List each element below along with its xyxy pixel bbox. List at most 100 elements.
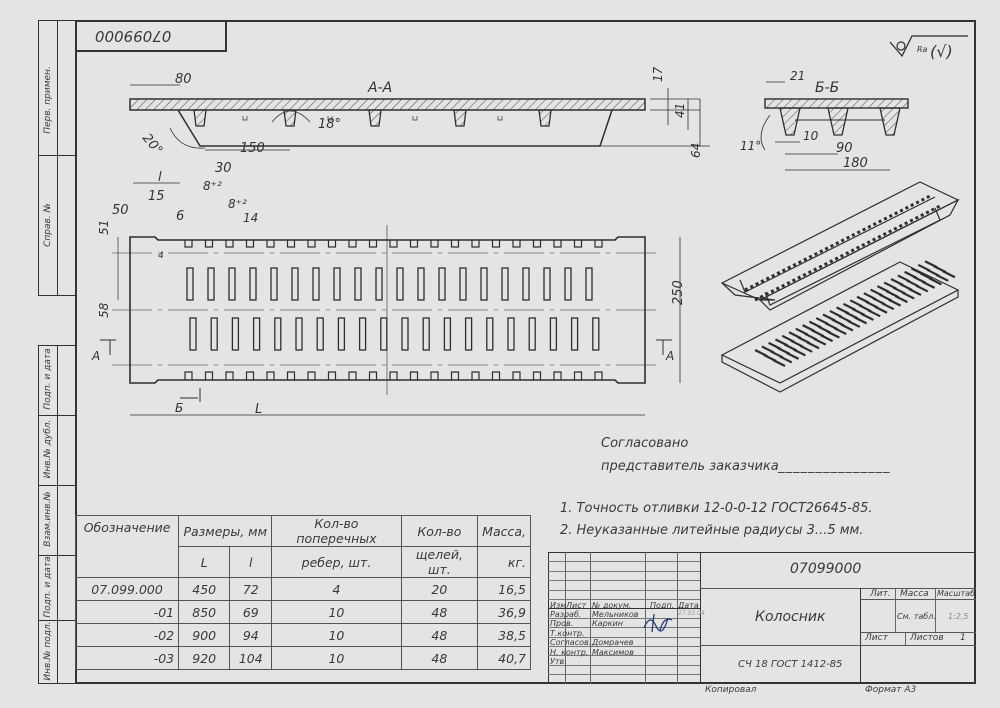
slot bbox=[207, 267, 215, 301]
dim-50: 50 bbox=[112, 203, 129, 218]
table-cell: 72 bbox=[229, 577, 273, 601]
dim-20deg: 20° bbox=[139, 131, 165, 158]
rib-hidden bbox=[242, 116, 248, 121]
slot bbox=[438, 267, 446, 301]
variants-table: Обозначение Размеры, мм Кол-во поперечны… bbox=[74, 515, 531, 670]
tb-role: Согласов. bbox=[550, 638, 592, 648]
tooth bbox=[266, 240, 275, 248]
section-a-a-label: А-А bbox=[367, 80, 392, 96]
slot bbox=[543, 267, 551, 301]
tb-sheet: Лист bbox=[865, 633, 888, 643]
rib-section bbox=[453, 109, 467, 127]
drawing-frame bbox=[75, 20, 976, 684]
slot bbox=[316, 317, 324, 351]
table-cell: 4 bbox=[271, 577, 402, 601]
dim-250: 250 bbox=[671, 280, 686, 305]
dim-150: 150 bbox=[240, 141, 265, 156]
tb-row-line bbox=[548, 561, 700, 563]
slot bbox=[564, 267, 572, 301]
slot bbox=[295, 317, 303, 351]
tb-lit: Лит. bbox=[870, 589, 891, 599]
table-cell: 40,7 bbox=[477, 646, 531, 670]
table-cell: 69 bbox=[229, 600, 273, 624]
slot bbox=[291, 267, 299, 301]
tb-col-header: Лист bbox=[566, 601, 587, 610]
tb-scale: Масштаб bbox=[937, 589, 976, 598]
dim-8b: 8⁺² bbox=[228, 197, 247, 211]
tooth bbox=[512, 371, 521, 380]
tooth bbox=[389, 240, 398, 248]
dim-17: 17 bbox=[651, 66, 665, 82]
note-1: 1. Точность отливки 12-0-0-12 ГОСТ26645-… bbox=[560, 501, 873, 516]
tb-role: Разраб. bbox=[550, 610, 582, 619]
section-b-b: Б-Б 21 11° 10 90 180 bbox=[740, 69, 909, 171]
tb-row-line bbox=[548, 580, 700, 582]
approval-signature-line: _______________ bbox=[778, 459, 891, 474]
header-sizes: Размеры, мм bbox=[178, 515, 273, 547]
tooth bbox=[409, 240, 419, 248]
tb-date: 27.03.04 bbox=[678, 610, 705, 617]
tooth bbox=[348, 240, 357, 248]
table-cell: 48 bbox=[400, 646, 479, 670]
table-cell: 10 bbox=[271, 623, 402, 647]
tooth bbox=[204, 240, 214, 248]
slot bbox=[333, 267, 341, 301]
slot bbox=[396, 267, 404, 301]
rib-hidden bbox=[412, 116, 418, 121]
dim-180: 180 bbox=[843, 156, 868, 171]
tooth bbox=[450, 240, 460, 248]
tooth bbox=[348, 371, 357, 380]
dim-80: 80 bbox=[175, 72, 192, 87]
dim-90: 90 bbox=[836, 141, 853, 156]
header-L: L bbox=[178, 546, 231, 578]
rib-hidden bbox=[327, 116, 333, 121]
rib-hidden bbox=[497, 116, 503, 121]
tb-col-header: Дата bbox=[678, 601, 699, 610]
slot bbox=[375, 267, 383, 301]
dim-l: l bbox=[158, 170, 162, 185]
iso-slot bbox=[894, 295, 908, 304]
iso-slot bbox=[888, 298, 902, 307]
tooth bbox=[491, 371, 501, 380]
tooth bbox=[327, 371, 337, 380]
slot bbox=[270, 267, 278, 301]
dim-10: 10 bbox=[803, 129, 819, 143]
tb-role: Утв. bbox=[550, 657, 567, 666]
tb-row-line bbox=[548, 664, 700, 666]
slot bbox=[417, 267, 425, 301]
dim-8a: 8⁺² bbox=[203, 179, 222, 193]
tb-mass-value: См. табл. bbox=[897, 612, 936, 621]
tb-row-line bbox=[548, 608, 700, 610]
tooth bbox=[389, 371, 398, 380]
plan-view: L 250 l 30 15 8⁺² 8⁺² 6 50 14 51 4 58 А … bbox=[91, 161, 686, 417]
tb-designation: 07099000 bbox=[790, 561, 862, 577]
tb-copied: Копировал bbox=[705, 685, 757, 695]
iso-slot bbox=[854, 316, 868, 325]
table-cell: 48 bbox=[400, 623, 479, 647]
iso-slot bbox=[820, 334, 834, 343]
iso-slot bbox=[813, 337, 827, 346]
slot bbox=[585, 267, 593, 301]
tooth bbox=[286, 240, 296, 248]
dim-64: 64 bbox=[689, 143, 703, 158]
cut-b: Б bbox=[175, 401, 183, 415]
slot bbox=[337, 317, 346, 351]
slot bbox=[358, 317, 367, 351]
tooth bbox=[327, 240, 337, 248]
signature-icon bbox=[643, 613, 673, 633]
table-cell: 104 bbox=[229, 646, 273, 670]
tooth bbox=[532, 371, 542, 380]
iso-slot bbox=[847, 319, 861, 328]
dim-6: 6 bbox=[176, 209, 184, 224]
tooth bbox=[225, 240, 234, 248]
table-cell: -03 bbox=[74, 646, 180, 670]
rib-section bbox=[283, 109, 297, 127]
tooth bbox=[553, 371, 562, 380]
dim-18deg: 18° bbox=[318, 117, 341, 132]
slot bbox=[401, 317, 409, 351]
tb-person: Каркин bbox=[592, 619, 623, 629]
iso-slot bbox=[772, 359, 786, 367]
